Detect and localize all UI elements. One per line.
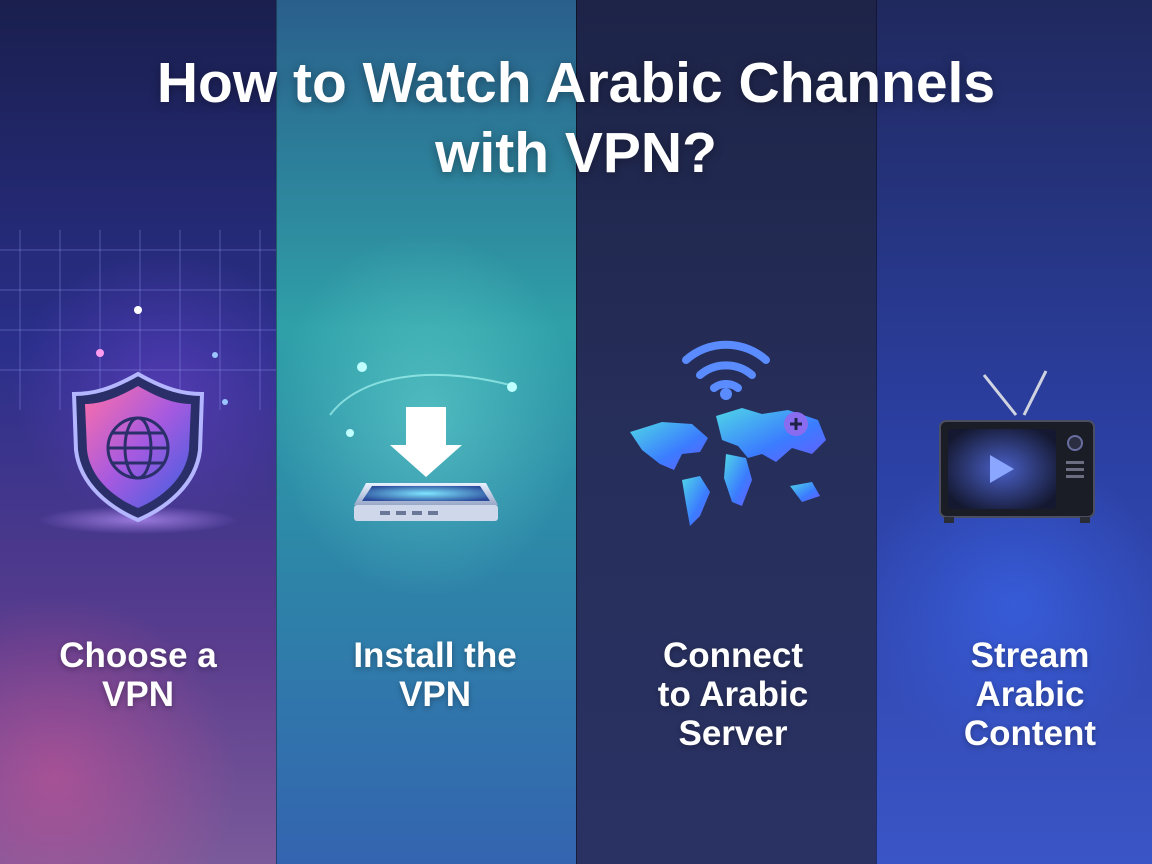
step-label-line: Content: [963, 714, 1097, 753]
step-label-line: Choose a: [59, 636, 217, 675]
title-line-2: with VPN?: [435, 121, 717, 185]
step-label-install-vpn: Install the VPN: [276, 636, 594, 714]
step-label-line: VPN: [102, 675, 174, 714]
network-grid-decoration: [0, 230, 276, 410]
step-label-stream-content: Stream Arabic Content: [876, 636, 1152, 753]
step-label-line: to Arabic: [657, 675, 809, 714]
step-label-line: Arabic: [975, 675, 1085, 714]
world-map-wifi-icon: [630, 340, 826, 526]
download-install-icon: [329, 362, 517, 521]
step-label-choose-vpn: Choose a VPN: [0, 636, 276, 714]
step-label-connect-server: Connect to Arabic Server: [576, 636, 890, 753]
step-label-line: VPN: [399, 675, 471, 714]
step-label-line: Install the: [353, 636, 517, 675]
step-label-line: Stream: [970, 636, 1090, 675]
title-line-1: How to Watch Arabic Channels: [156, 51, 996, 115]
step-label-line: Connect: [663, 636, 803, 675]
shield-globe-icon: [38, 371, 238, 534]
page-title: How to Watch Arabic Channels with VPN?: [0, 48, 1152, 188]
tv-play-icon: [939, 370, 1095, 523]
step-label-line: Server: [678, 714, 788, 753]
